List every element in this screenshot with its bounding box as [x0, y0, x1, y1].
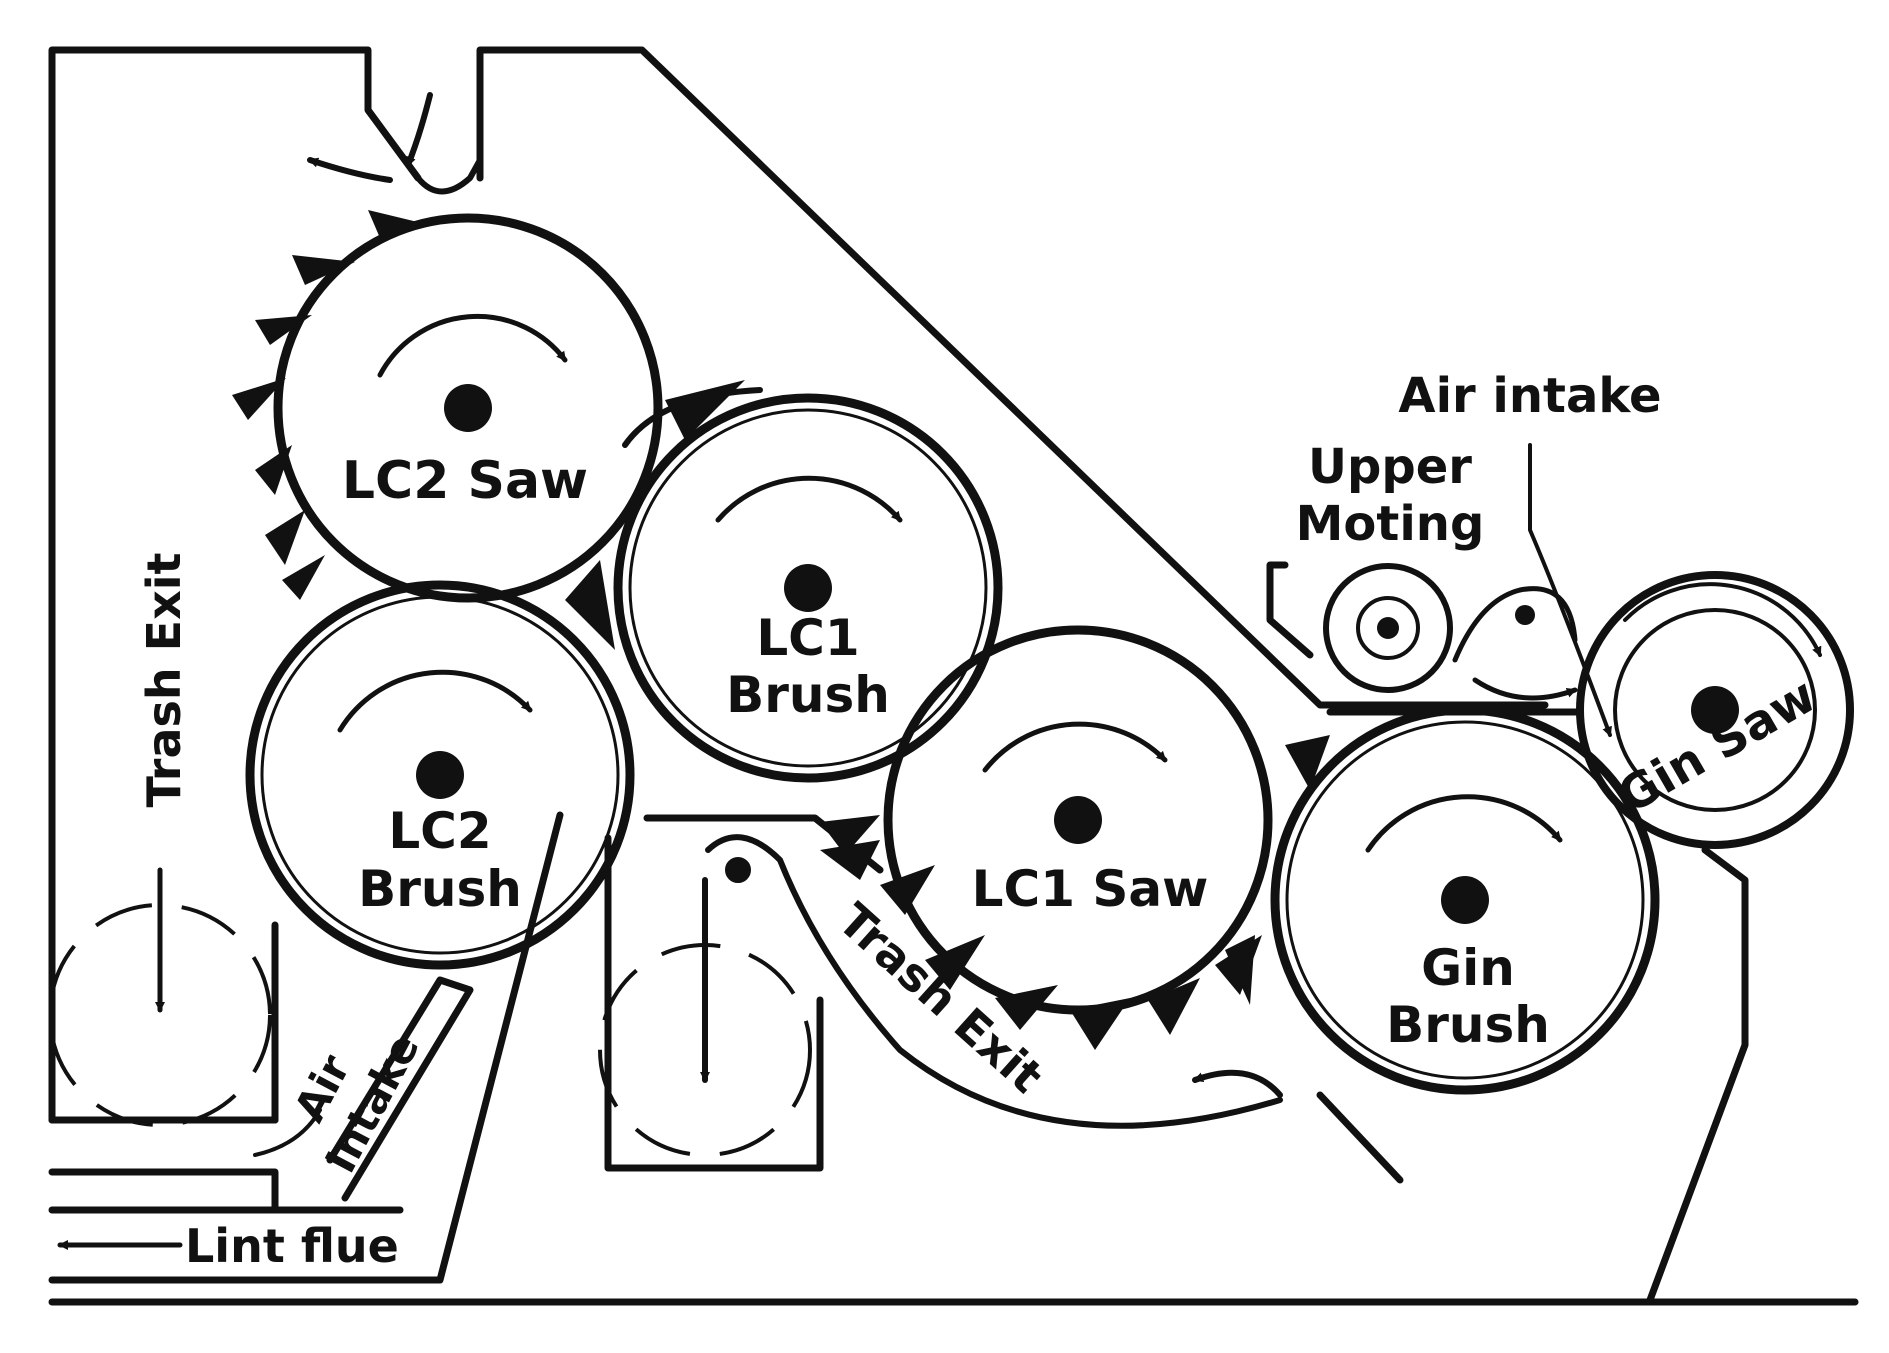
lc2-saw-roller — [232, 210, 663, 603]
upper-moting-label-line2: Moting — [1296, 496, 1485, 552]
lc1-saw-label: LC1 Saw — [972, 860, 1209, 918]
stripping-bars — [565, 380, 1330, 1005]
gin-brush-axle — [1441, 876, 1489, 924]
feed-chute — [307, 92, 483, 195]
lc1-brush-roller — [613, 387, 1003, 783]
upper-moting-rolls — [1323, 563, 1578, 701]
lc2-brush-label-line2: Brush — [358, 860, 522, 918]
air-intake-arrows — [253, 443, 1612, 1157]
lc1-brush-axle — [784, 564, 832, 612]
trash-exit-left-label: Trash Exit — [137, 552, 191, 807]
lc1-brush-label-line1: LC1 — [756, 609, 859, 667]
lc2-brush-axle — [416, 751, 464, 799]
lc2-brush-roller — [245, 580, 635, 970]
lc1-brush-label-line2: Brush — [726, 666, 890, 724]
gin-saw-axle — [1691, 686, 1739, 734]
gin-brush-label-line1: Gin — [1421, 939, 1515, 997]
lc2-saw-label: LC2 Saw — [342, 451, 588, 511]
upper-moting-label-line1: Upper — [1308, 439, 1472, 495]
lc1-saw-axle — [1054, 796, 1102, 844]
gin-brush-label-line2: Brush — [1386, 996, 1550, 1054]
lc2-brush-label-line1: LC2 — [388, 802, 491, 860]
trash-exit-center-flow — [700, 834, 1283, 1129]
air-intake-top-label: Air intake — [1398, 368, 1661, 424]
gin-brush-roller — [1270, 705, 1660, 1095]
lc2-saw-teeth — [232, 210, 430, 600]
lc2-saw-axle — [444, 384, 492, 432]
lint-flue-label: Lint flue — [185, 1219, 399, 1273]
gin-saw-roller — [1576, 571, 1854, 849]
